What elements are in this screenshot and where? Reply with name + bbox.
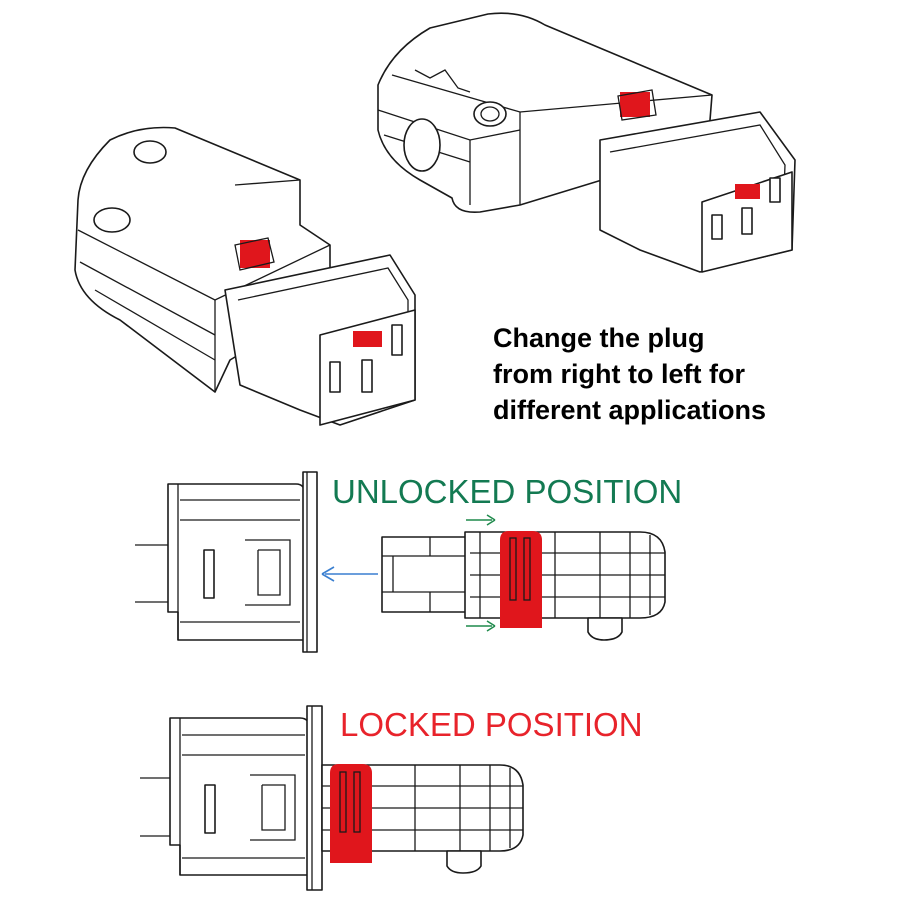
unlocked-inlet-side-view [135, 471, 318, 653]
lock-slider-unlocked [500, 531, 542, 628]
caption-text: Change the plug from right to left for d… [493, 320, 823, 428]
locked-inlet-side-view [140, 705, 323, 891]
locked-plug-side-view [321, 764, 524, 874]
locked-position-label: LOCKED POSITION [340, 706, 643, 743]
connector-right-angle-top [377, 12, 796, 273]
lock-slider-locked [330, 764, 372, 863]
latch-red-top-right [620, 92, 650, 117]
lock-tab-top-right [735, 184, 760, 199]
latch-red-top-left [240, 240, 270, 268]
caption-line: Change the plug [493, 323, 705, 353]
unlocked-plug-side-view [381, 531, 666, 641]
lock-tab-top-left [353, 331, 382, 347]
caption-line: from right to left for [493, 359, 745, 389]
connector-right-angle-left [74, 126, 416, 426]
unlocked-position-label: UNLOCKED POSITION [332, 473, 683, 510]
insert-direction-arrow [321, 566, 378, 582]
caption-line: different applications [493, 395, 767, 425]
slide-direction-arrows [466, 514, 496, 632]
